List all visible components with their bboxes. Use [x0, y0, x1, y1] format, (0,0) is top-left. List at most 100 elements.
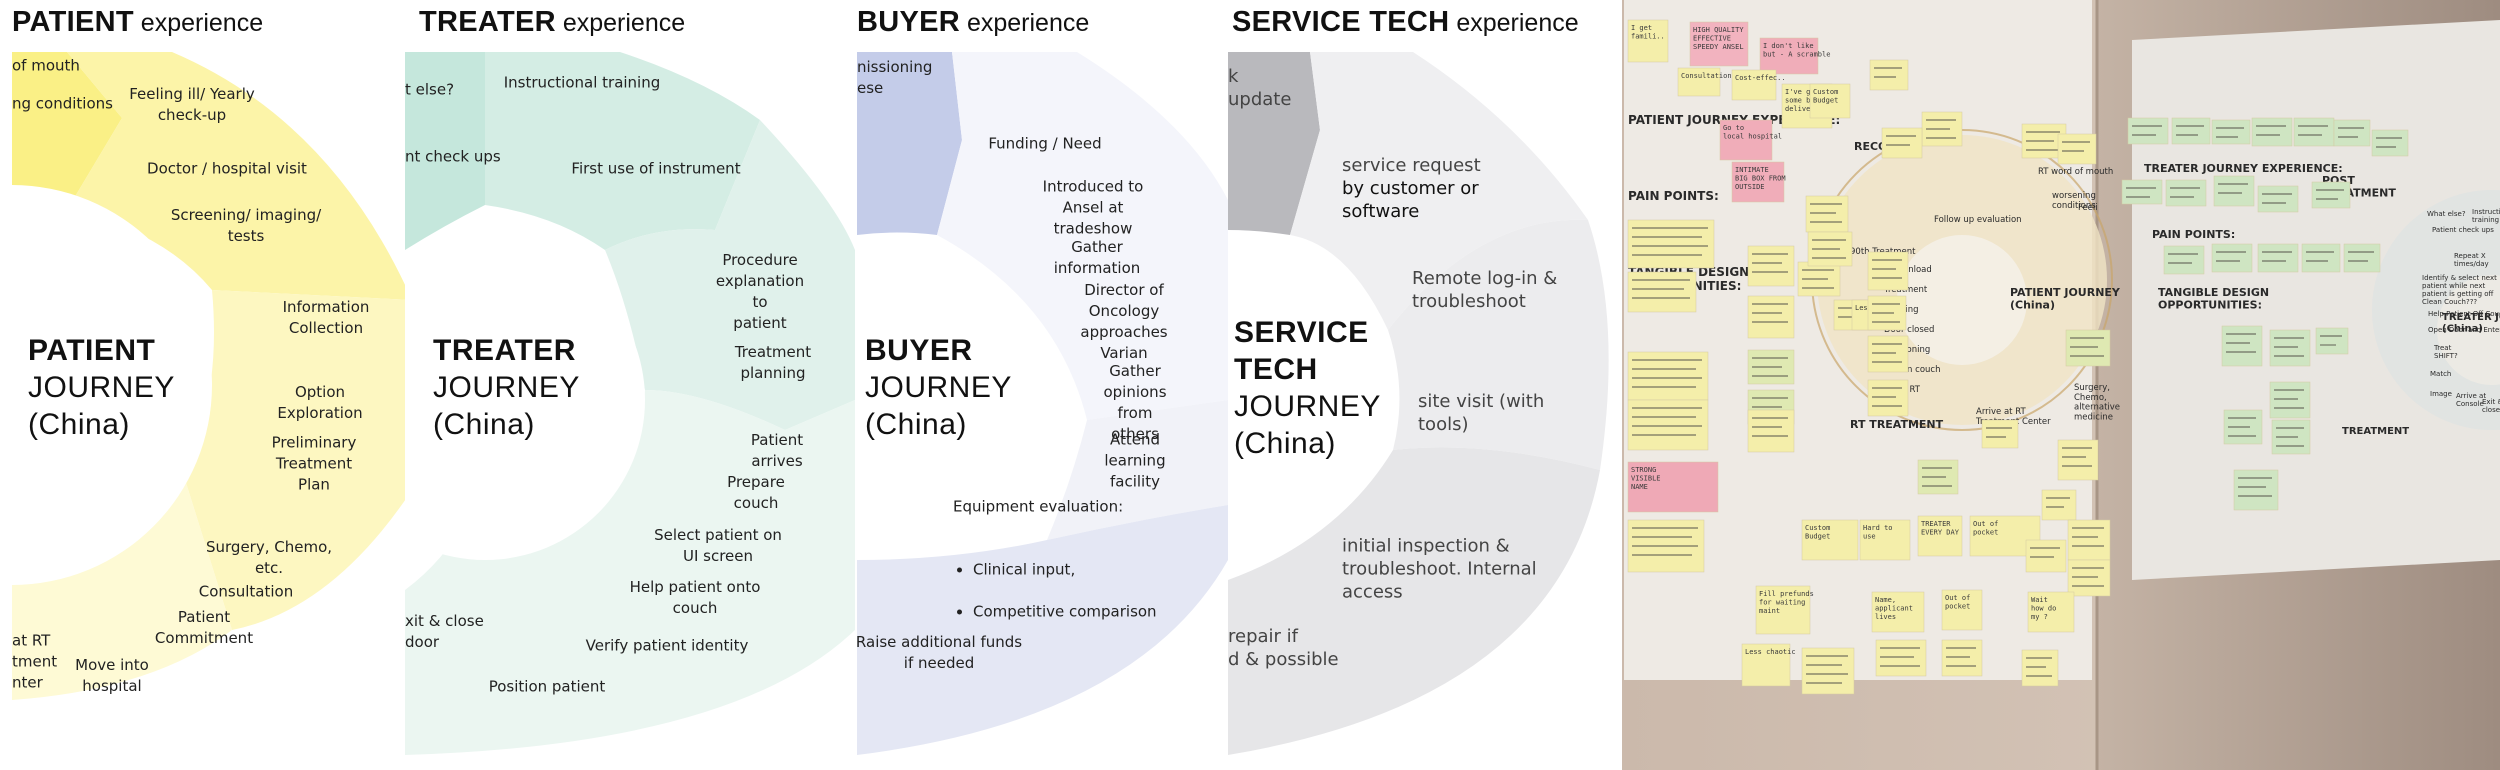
sticky-note	[2067, 519, 2111, 561]
board-item: Patient check ups	[2432, 226, 2494, 234]
patient-journey-ring	[12, 52, 410, 700]
board-item: RT word of mouth	[2038, 167, 2113, 177]
journey-step: Preliminary Treatment Plan	[271, 433, 357, 494]
board-item: What else?	[2427, 210, 2466, 218]
sticky-note	[2211, 119, 2251, 145]
journey-step: repair if d & possible	[1228, 626, 1339, 670]
sticky-note-text: Consultation	[1681, 72, 1732, 80]
sticky-note	[2293, 117, 2335, 147]
ring-segment	[405, 390, 855, 755]
equipment-evaluation: Equipment evaluation: Clinical input, Co…	[953, 476, 1157, 665]
sticky-note	[1867, 335, 1909, 373]
panel-title: PATIENT experience	[12, 6, 264, 38]
sticky-note	[1747, 349, 1795, 385]
journey-step: ng conditions	[12, 94, 113, 113]
journey-step: Patient Commitment	[154, 608, 254, 647]
board-item: Feeli	[2078, 203, 2098, 213]
journey-step: Procedure explanation to patient	[715, 251, 805, 332]
sticky-note	[1747, 245, 1795, 287]
ring-segment	[67, 52, 410, 300]
sticky-note	[1867, 295, 1907, 331]
sticky-note	[1627, 219, 1715, 269]
journey-step: Patient arrives	[750, 431, 804, 470]
sticky-note	[1807, 231, 1853, 267]
board-item: Get on couch	[1884, 365, 1940, 375]
journey-step: Help patient onto couch	[629, 578, 761, 617]
sticky-note	[2211, 243, 2253, 273]
sticky-note: Less chaotic	[1741, 643, 1796, 687]
journey-step: Select patient on UI screen	[654, 526, 782, 565]
journey-step: nt check ups	[405, 147, 501, 166]
sticky-note	[2021, 649, 2059, 687]
journey-step: Gather information	[1053, 238, 1141, 277]
board-item: Open Door and Enter	[2428, 326, 2500, 334]
board-item: Unload	[1902, 265, 1932, 275]
sticky-note	[2311, 181, 2351, 209]
sticky-note	[2171, 117, 2211, 145]
sticky-note: Cost-effec..	[1731, 69, 1786, 101]
sticky-note	[2257, 185, 2299, 213]
journey-step: First use of instrument	[571, 159, 741, 178]
sticky-note	[1867, 251, 1909, 291]
sticky-note	[2257, 243, 2299, 273]
sticky-note	[1981, 419, 2019, 449]
sticky-note	[2315, 327, 2349, 355]
board-heading: TREATER JOURNEY EXPERIENCE:	[2144, 162, 2343, 175]
sticky-note	[1747, 409, 1795, 453]
sticky-note	[1921, 111, 1963, 147]
journey-step: Verify patient identity	[585, 636, 749, 655]
sticky-note	[1747, 295, 1795, 339]
journey-step: Feeling ill/ Yearly check-up	[129, 85, 255, 124]
sticky-note	[1867, 379, 1909, 417]
sticky-note	[2371, 129, 2409, 157]
sticky-note	[1881, 127, 1923, 159]
panel-title: SERVICE TECH experience	[1232, 6, 1579, 38]
journey-step: of mouth	[12, 56, 80, 75]
ring-segment	[1228, 52, 1320, 235]
board-item: Follow up evaluation	[1934, 215, 2022, 225]
sticky-note	[2057, 439, 2099, 481]
ring-center	[405, 240, 645, 560]
treater-journey-ring	[405, 52, 855, 755]
sticky-note	[2025, 539, 2067, 573]
journey-step: Attend learning facility	[1104, 430, 1166, 491]
panel-title: BUYER experience	[857, 6, 1090, 38]
journey-step: Option Exploration	[277, 383, 363, 422]
ring-segment	[1047, 400, 1228, 540]
journey-step: Prepare couch	[727, 473, 785, 512]
journey-step: t else?	[405, 80, 455, 99]
ring-center	[12, 185, 212, 585]
board-heading: PAIN POINTS:	[2152, 228, 2235, 241]
board-heading: TREATMENT	[2342, 426, 2409, 437]
buyer-journey-ring	[857, 52, 1228, 755]
workshop-wall-photo: PATIENT JOURNEY EXPERIENCE:PAIN POINTS:T…	[1622, 0, 2500, 770]
sticky-note	[2067, 559, 2111, 597]
sticky-note	[1627, 351, 1709, 401]
